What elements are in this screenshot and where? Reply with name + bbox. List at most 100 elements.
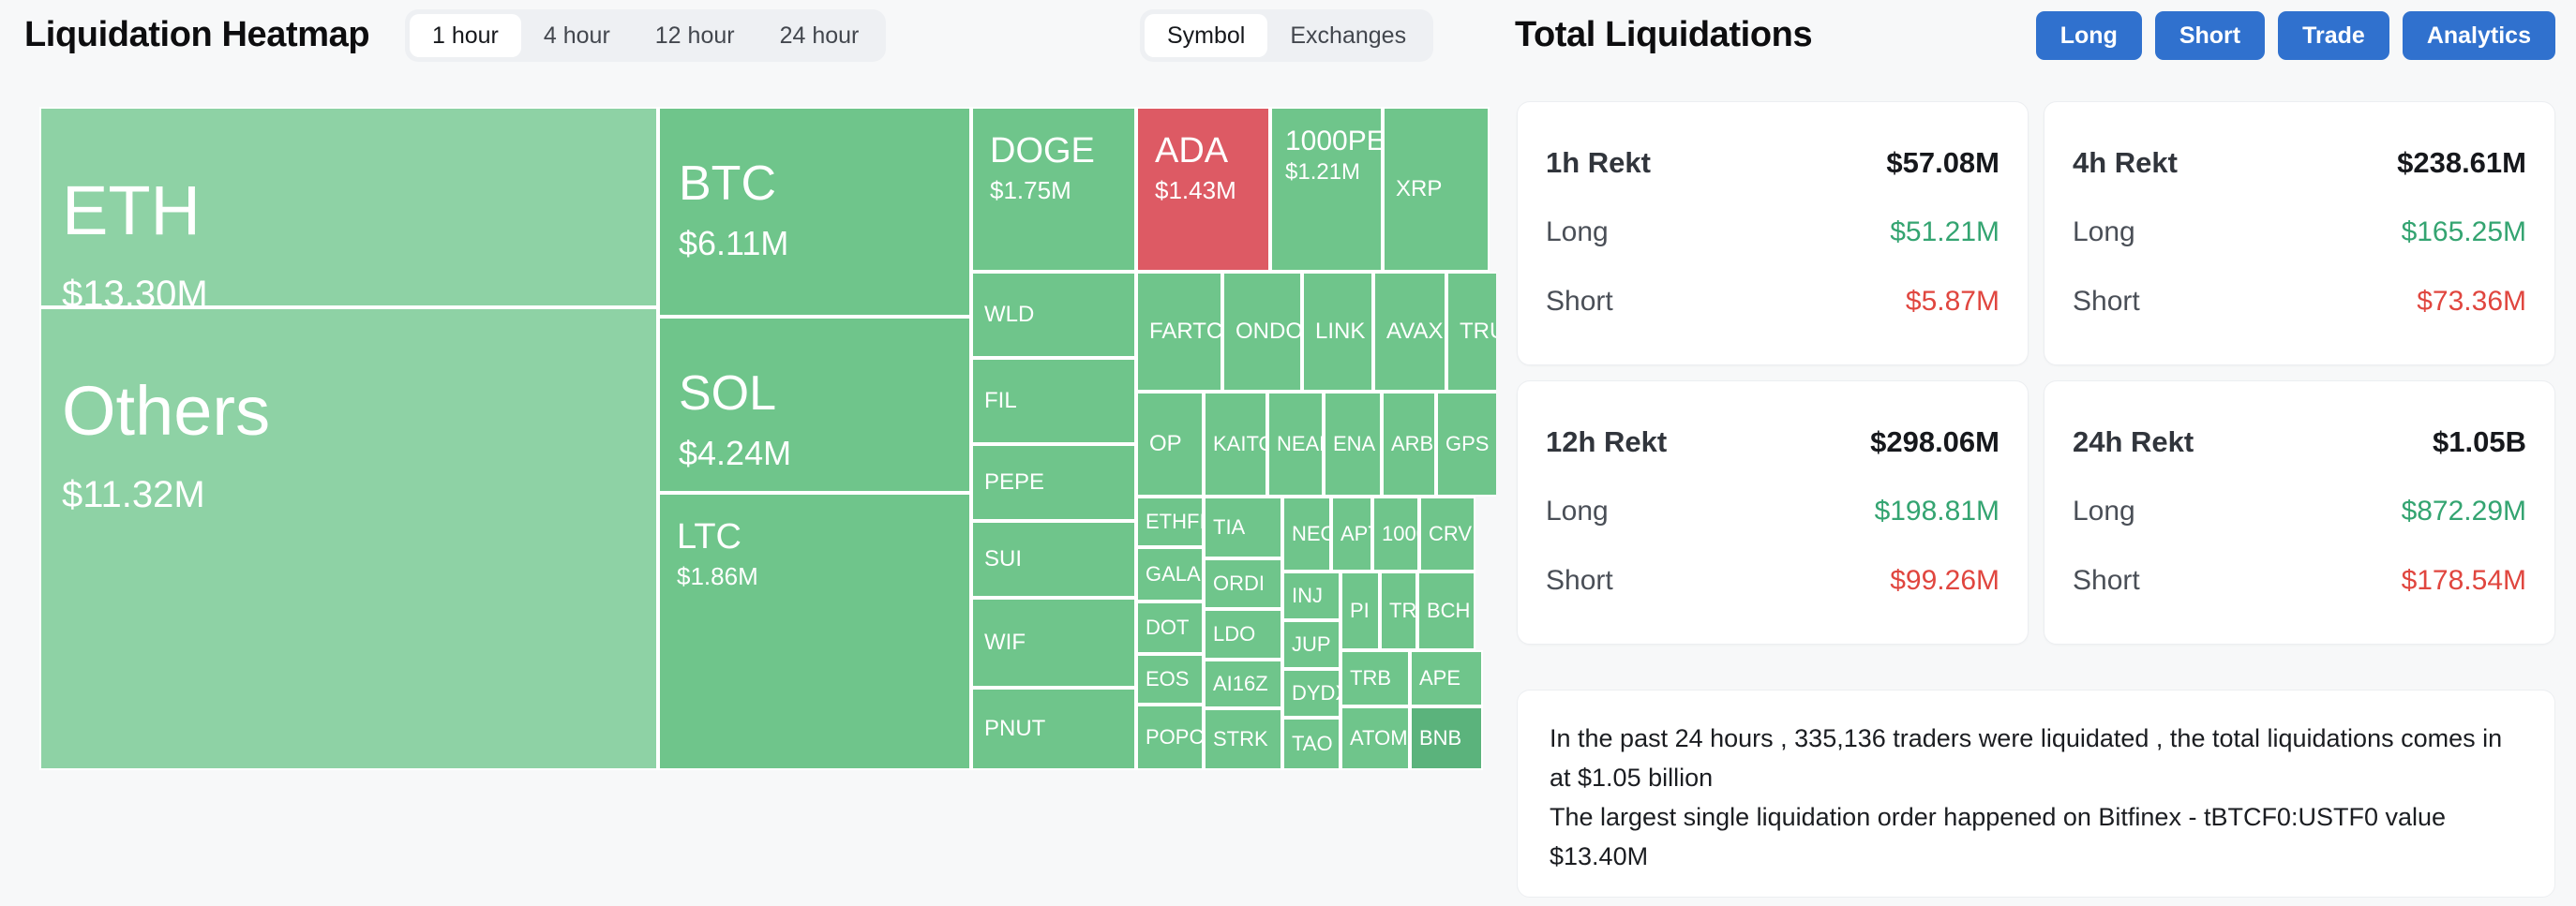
treemap-tile-crv[interactable]: CRV [1419,497,1475,572]
treemap-tile-atom[interactable]: ATOM [1340,706,1410,770]
treemap-tile-popcat[interactable]: POPCAT [1136,705,1204,770]
treemap-tile-dot[interactable]: DOT [1136,602,1204,654]
treemap-tile-ai16z[interactable]: AI16Z [1204,660,1282,708]
treemap-tile-link[interactable]: LINK [1302,272,1373,392]
treemap-tile-btc[interactable]: BTC$6.11M [658,107,971,317]
page-title: Liquidation Heatmap [24,15,370,54]
treemap-tile-bch[interactable]: BCH [1417,572,1475,650]
short-button[interactable]: Short [2154,11,2266,60]
short-value: $178.54M [2401,565,2526,596]
timeframe-tab-1-hour[interactable]: 1 hour [410,14,521,57]
tile-symbol: ETH [62,171,201,249]
treemap-tile-tao[interactable]: TAO [1282,718,1340,770]
treemap-tile-trx[interactable]: TRX [1380,572,1417,650]
long-row: Long$51.21M [1546,198,1999,267]
treemap-tile-ethfi[interactable]: ETHFI [1136,497,1204,547]
treemap-tile-strk[interactable]: STRK [1204,708,1282,770]
treemap-tile-kaito[interactable]: KAITO [1204,392,1267,497]
short-row: Short$99.26M [1546,546,1999,616]
treemap-tile-eth[interactable]: ETH $13.30M [39,107,658,307]
treemap-tile-arb[interactable]: ARB [1382,392,1436,497]
short-value: $73.36M [2417,286,2526,317]
treemap-tile-ordi[interactable]: ORDI [1204,558,1282,609]
treemap-tile-jup[interactable]: JUP [1282,620,1340,669]
tile-symbol: TIA [1213,515,1246,539]
tile-symbol: SOL [679,366,777,421]
treemap-tile-ldo[interactable]: LDO [1204,609,1282,660]
short-label: Short [1546,286,1613,317]
treemap-tile-inj[interactable]: INJ [1282,572,1340,620]
treemap-tile-eos[interactable]: EOS [1136,654,1204,705]
tile-value: $1.75M [990,176,1071,204]
timeframe-tab-12-hour[interactable]: 12 hour [633,14,757,57]
long-button[interactable]: Long [2035,11,2142,60]
tile-symbol: ONDO [1236,319,1302,344]
treemap-tile-wif[interactable]: WIF [971,598,1136,688]
treemap-tile-1000pepe[interactable]: 1000PEPE$1.21M [1270,107,1383,272]
treemap-tile-sui[interactable]: SUI [971,521,1136,598]
treemap-tile-gala[interactable]: GALA [1136,547,1204,602]
tile-symbol: OP [1149,431,1182,456]
total-value: $57.08M [1886,146,1999,179]
tile-symbol: STRK [1213,727,1268,750]
treemap-tile-pnut[interactable]: PNUT [971,688,1136,770]
treemap-tile-pi[interactable]: PI [1340,572,1380,650]
treemap-tile-gps[interactable]: GPS [1436,392,1496,497]
treemap-tile-fartcoin[interactable]: FARTCOIN [1136,272,1222,392]
treemap-tile-dydx[interactable]: DYDX [1282,669,1340,718]
mode-tab-exchanges[interactable]: Exchanges [1267,14,1429,57]
timeframe-tab-4-hour[interactable]: 4 hour [521,14,633,57]
tile-value: $13.30M [62,274,208,307]
treemap-tile-trb[interactable]: TRB [1340,650,1410,706]
tile-symbol: TAO [1292,732,1333,755]
treemap-tile-near[interactable]: NEAR [1267,392,1324,497]
treemap-tile-avax[interactable]: AVAX [1373,272,1446,392]
treemap-tile-pepe[interactable]: PEPE [971,444,1136,521]
tile-symbol: PI [1350,599,1370,622]
treemap-tile-ondo[interactable]: ONDO [1222,272,1302,392]
card-header-row: 1h Rekt$57.08M [1546,128,1999,198]
tile-value: $1.21M [1285,159,1361,185]
treemap-tile-xrp[interactable]: XRP [1383,107,1490,272]
mode-tab-symbol[interactable]: Symbol [1145,14,1268,57]
tile-symbol: ENA [1333,432,1376,455]
treemap-tile-ltc[interactable]: LTC $1.86M [658,493,971,770]
treemap-tile-wld[interactable]: WLD [971,272,1136,358]
tile-value: $1.43M [1155,176,1236,204]
treemap-tile-fil[interactable]: FIL [971,358,1136,444]
treemap-tile-sol[interactable]: SOL$4.24M [658,317,971,493]
treemap-tile-trump[interactable]: TRUMP [1446,272,1496,392]
tile-symbol: Others [62,372,271,450]
treemap-tile-ada[interactable]: ADA$1.43M [1136,107,1270,272]
treemap-tile-neo[interactable]: NEO [1282,497,1331,572]
treemap-tile-op[interactable]: OP [1136,392,1204,497]
tile-symbol: BCH [1427,599,1471,622]
tile-symbol: PEPE [984,469,1045,495]
treemap-tile-ena[interactable]: ENA [1324,392,1382,497]
tile-symbol: WLD [984,302,1035,327]
long-label: Long [2073,216,2135,247]
treemap-tile-bnb[interactable]: BNB [1410,706,1483,770]
tile-symbol: LTC [677,517,741,557]
treemap-tile-tia[interactable]: TIA [1204,497,1282,558]
short-row: Short$5.87M [1546,267,1999,336]
tile-symbol: APT [1340,522,1370,545]
treemap-tile-ape[interactable]: APE [1410,650,1483,706]
analytics-button[interactable]: Analytics [2402,11,2555,60]
tile-value: $1.86M [677,562,758,590]
treemap-tile-apt[interactable]: APT [1331,497,1372,572]
long-value: $198.81M [1874,496,1999,527]
treemap-tile-1000bonk[interactable]: 1000BONK [1372,497,1419,572]
tile-symbol: ATOM [1350,726,1408,750]
treemap-tile-others[interactable]: Others$11.32M [39,307,658,770]
tile-symbol: BNB [1419,726,1462,750]
timeframe-tab-24-hour[interactable]: 24 hour [757,14,882,57]
trade-button[interactable]: Trade [2278,11,2389,60]
treemap-tile-doge[interactable]: DOGE$1.75M [971,107,1136,272]
